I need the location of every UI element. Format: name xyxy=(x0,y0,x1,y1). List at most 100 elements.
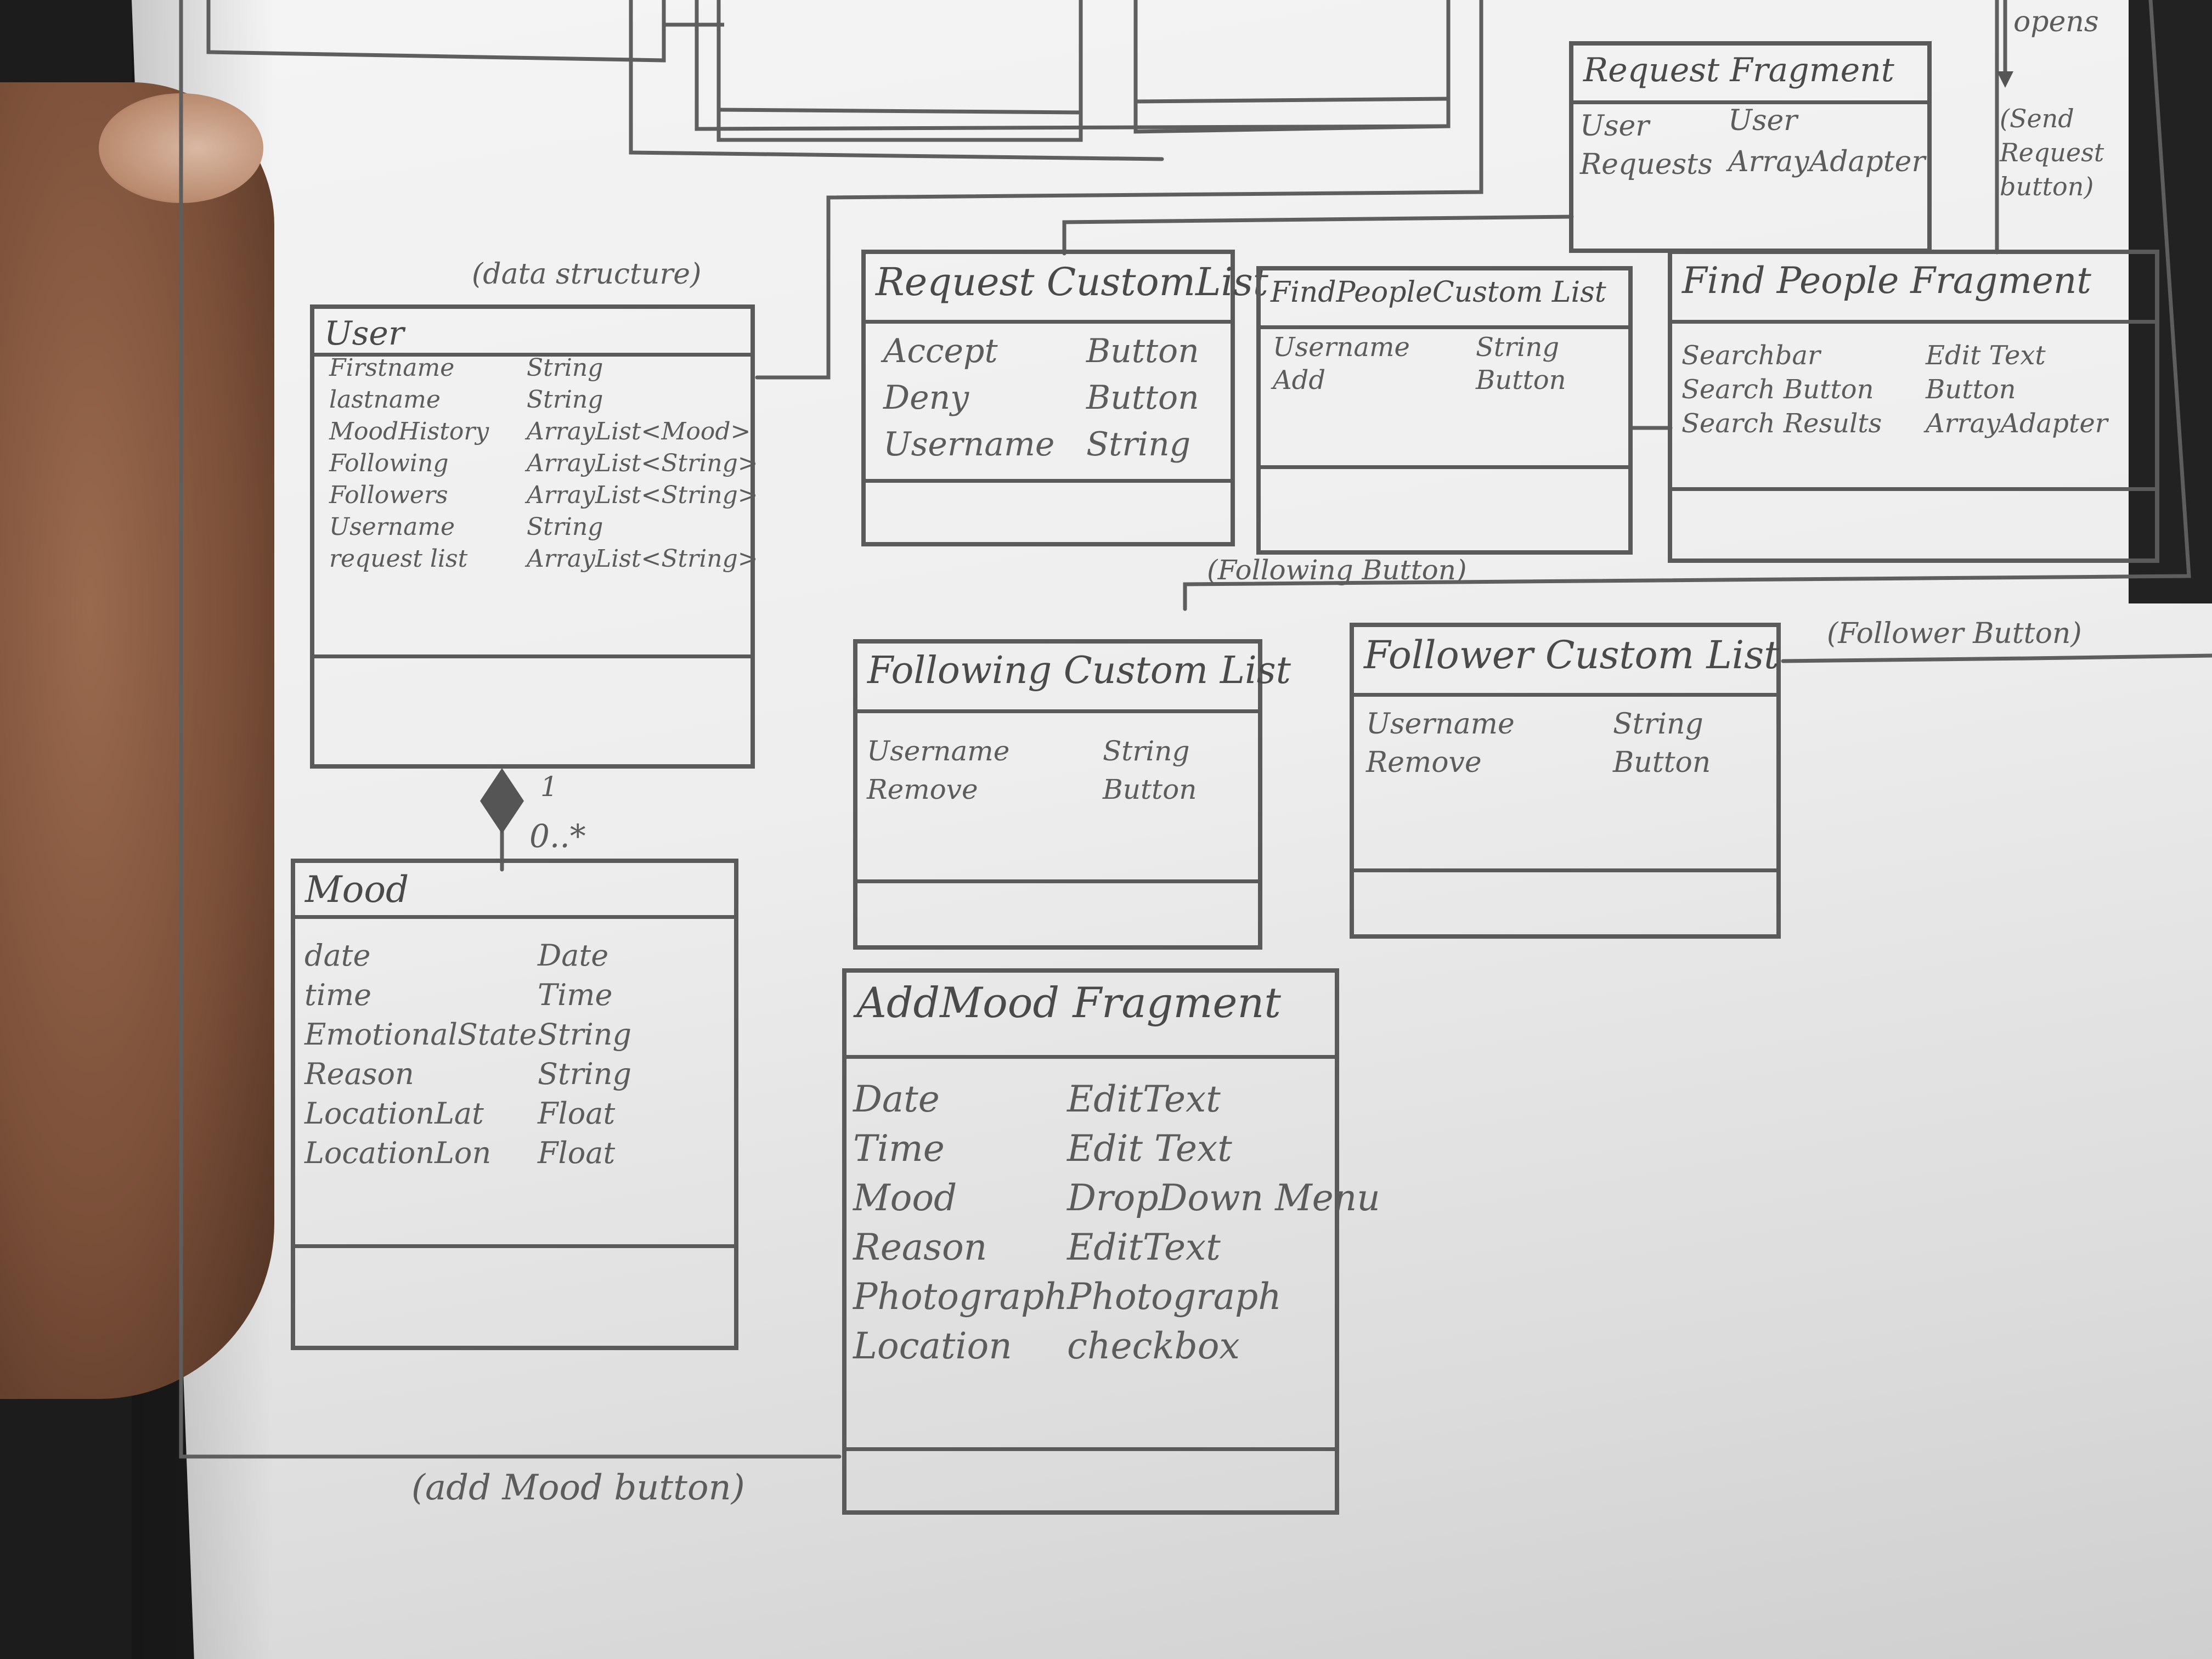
find-people-fragment-attr-name: Searchbar xyxy=(1681,340,1820,371)
mood-attr-type: Date xyxy=(538,938,609,973)
top-box-3 xyxy=(1133,0,1451,134)
user-attr-type: ArrayList<String> xyxy=(527,545,758,573)
add-mood-fragment-attr-type: Photograph xyxy=(1067,1276,1282,1318)
user-to-request-line xyxy=(755,0,1483,380)
user-class: User xyxy=(310,304,755,769)
data-structure-label: (data structure) xyxy=(472,258,702,291)
right-frame-2 xyxy=(1183,0,2191,611)
following-button-label: (Following Button) xyxy=(1207,554,1467,586)
mood-attr-name: EmotionalState xyxy=(304,1017,537,1052)
left-frame-top xyxy=(662,0,724,27)
request-custom-list-name: Request CustomList xyxy=(876,259,1268,304)
follower-button-label: (Follower Button) xyxy=(1827,617,2082,650)
send-request-label: (Send Request button) xyxy=(2000,104,2104,201)
mood-attr-type: Float xyxy=(538,1136,616,1170)
request-list-connector xyxy=(1062,215,1574,256)
user-class-name: User xyxy=(324,314,404,353)
find-people-custom-list-attr-name: Username xyxy=(1273,332,1410,363)
add-mood-fragment-attr-type: checkbox xyxy=(1067,1325,1240,1367)
find-people-custom-list-name: FindPeopleCustom List xyxy=(1271,276,1606,309)
user-attr-name: MoodHistory xyxy=(329,417,489,445)
add-mood-fragment-attr-name: Time xyxy=(853,1127,945,1170)
add-mood-fragment-attr-name: Reason xyxy=(853,1226,988,1268)
follower-link xyxy=(1781,653,2212,663)
paper-sheet xyxy=(132,0,2212,1659)
follower-custom-list-class: Follower Custom List xyxy=(1350,623,1781,939)
mood-attr-name: LocationLon xyxy=(304,1136,492,1170)
user-attr-name: Firstname xyxy=(329,354,455,382)
add-mood-fragment-attr-type: DropDown Menu xyxy=(1067,1177,1380,1219)
following-custom-list-class: Following Custom List xyxy=(853,639,1291,950)
find-people-fragment-attr-type: Button xyxy=(1926,374,2016,405)
find-people-custom-list-class: FindPeopleCustom List xyxy=(1256,266,1633,555)
request-fragment-class: Request Fragment xyxy=(1569,41,1932,253)
add-mood-fragment-name: AddMood Fragment xyxy=(856,978,1281,1027)
mood-attr-name: LocationLat xyxy=(304,1096,484,1131)
follower-custom-list-attr-type: String xyxy=(1613,708,1703,741)
user-attr-type: String xyxy=(527,386,603,414)
add-mood-fragment-attr-name: Photograph xyxy=(853,1276,1068,1318)
follower-custom-list-name: Follower Custom List xyxy=(1364,633,1780,678)
following-custom-list-attr-type: String xyxy=(1103,735,1190,767)
user-attr-name: request list xyxy=(329,545,468,573)
add-mood-fragment-attr-type: EditText xyxy=(1067,1226,1221,1268)
add-mood-button-label: (add Mood button) xyxy=(411,1468,745,1508)
top-box-2 xyxy=(716,0,1083,142)
request-custom-list-attr-type: Button xyxy=(1086,332,1199,370)
request-fragment-attr-type: User xyxy=(1728,104,1798,137)
add-mood-fragment-attr-type: EditText xyxy=(1067,1078,1221,1120)
following-custom-list-attr-name: Username xyxy=(867,735,1010,767)
request-custom-list-attr-name: Accept xyxy=(883,332,998,370)
request-custom-list-attr-name: Deny xyxy=(883,379,969,417)
request-fragment-attr-name: Requests xyxy=(1580,148,1713,181)
user-attr-name: Following xyxy=(329,449,449,477)
multiplicity-one: 1 xyxy=(540,771,558,803)
following-custom-list-name: Following Custom List xyxy=(867,649,1291,692)
mood-class-name: Mood xyxy=(305,868,409,911)
find-people-custom-list-attr-type: String xyxy=(1476,332,1560,363)
arrow-head xyxy=(1997,71,2013,88)
mood-attr-type: Float xyxy=(538,1096,616,1131)
request-custom-list-attr-type: String xyxy=(1086,425,1191,464)
composition-diamond xyxy=(480,768,524,834)
mood-class: Mood xyxy=(291,859,738,1350)
user-attr-type: String xyxy=(527,354,603,382)
request-custom-list-attr-type: Button xyxy=(1086,379,1199,417)
follower-custom-list-attr-type: Button xyxy=(1613,746,1711,779)
add-mood-fragment-class: AddMood Fragment xyxy=(842,968,1339,1515)
mood-attr-name: date xyxy=(304,938,371,973)
following-custom-list-attr-type: Button xyxy=(1103,774,1197,805)
follower-custom-list-attr-name: Username xyxy=(1366,708,1515,741)
add-mood-fragment-attr-name: Date xyxy=(853,1078,940,1120)
user-attr-name: Username xyxy=(329,513,455,541)
find-people-fragment-attr-type: ArrayAdapter xyxy=(1926,408,2108,439)
find-people-fragment-name: Find People Fragment xyxy=(1682,259,2091,302)
top-box-1 xyxy=(206,0,666,63)
find-people-fragment-attr-type: Edit Text xyxy=(1926,340,2046,371)
find-people-fragment-class: Find People Fragment xyxy=(1668,250,2159,563)
following-custom-list-attr-name: Remove xyxy=(867,774,978,805)
find-people-custom-list-attr-name: Add xyxy=(1273,365,1326,396)
follower-custom-list-attr-name: Remove xyxy=(1366,746,1482,779)
thumb xyxy=(0,82,274,1399)
request-fragment-attr-type: ArrayAdapter xyxy=(1728,145,1926,178)
user-attr-type: ArrayList<String> xyxy=(527,481,758,509)
mood-attr-name: time xyxy=(304,978,372,1012)
user-attr-type: ArrayList<String> xyxy=(527,449,758,477)
mood-attr-type: String xyxy=(538,1017,632,1052)
top-frame-2 xyxy=(695,0,1451,131)
outer-frame-line xyxy=(179,0,842,1459)
multiplicity-many: 0..* xyxy=(529,817,586,855)
request-custom-list-attr-name: Username xyxy=(883,425,1055,464)
user-attr-name: lastname xyxy=(329,386,441,414)
request-fragment-attr-name: User xyxy=(1580,110,1650,143)
user-attr-type: ArrayList<Mood> xyxy=(527,417,751,445)
add-mood-fragment-attr-name: Mood xyxy=(853,1177,957,1219)
mood-attr-type: String xyxy=(538,1057,632,1091)
request-custom-list-class: Request CustomList xyxy=(861,250,1268,546)
find-people-fragment-attr-name: Search Results xyxy=(1681,408,1882,439)
add-mood-fragment-attr-type: Edit Text xyxy=(1067,1127,1232,1170)
add-mood-fragment-attr-name: Location xyxy=(853,1325,1012,1367)
